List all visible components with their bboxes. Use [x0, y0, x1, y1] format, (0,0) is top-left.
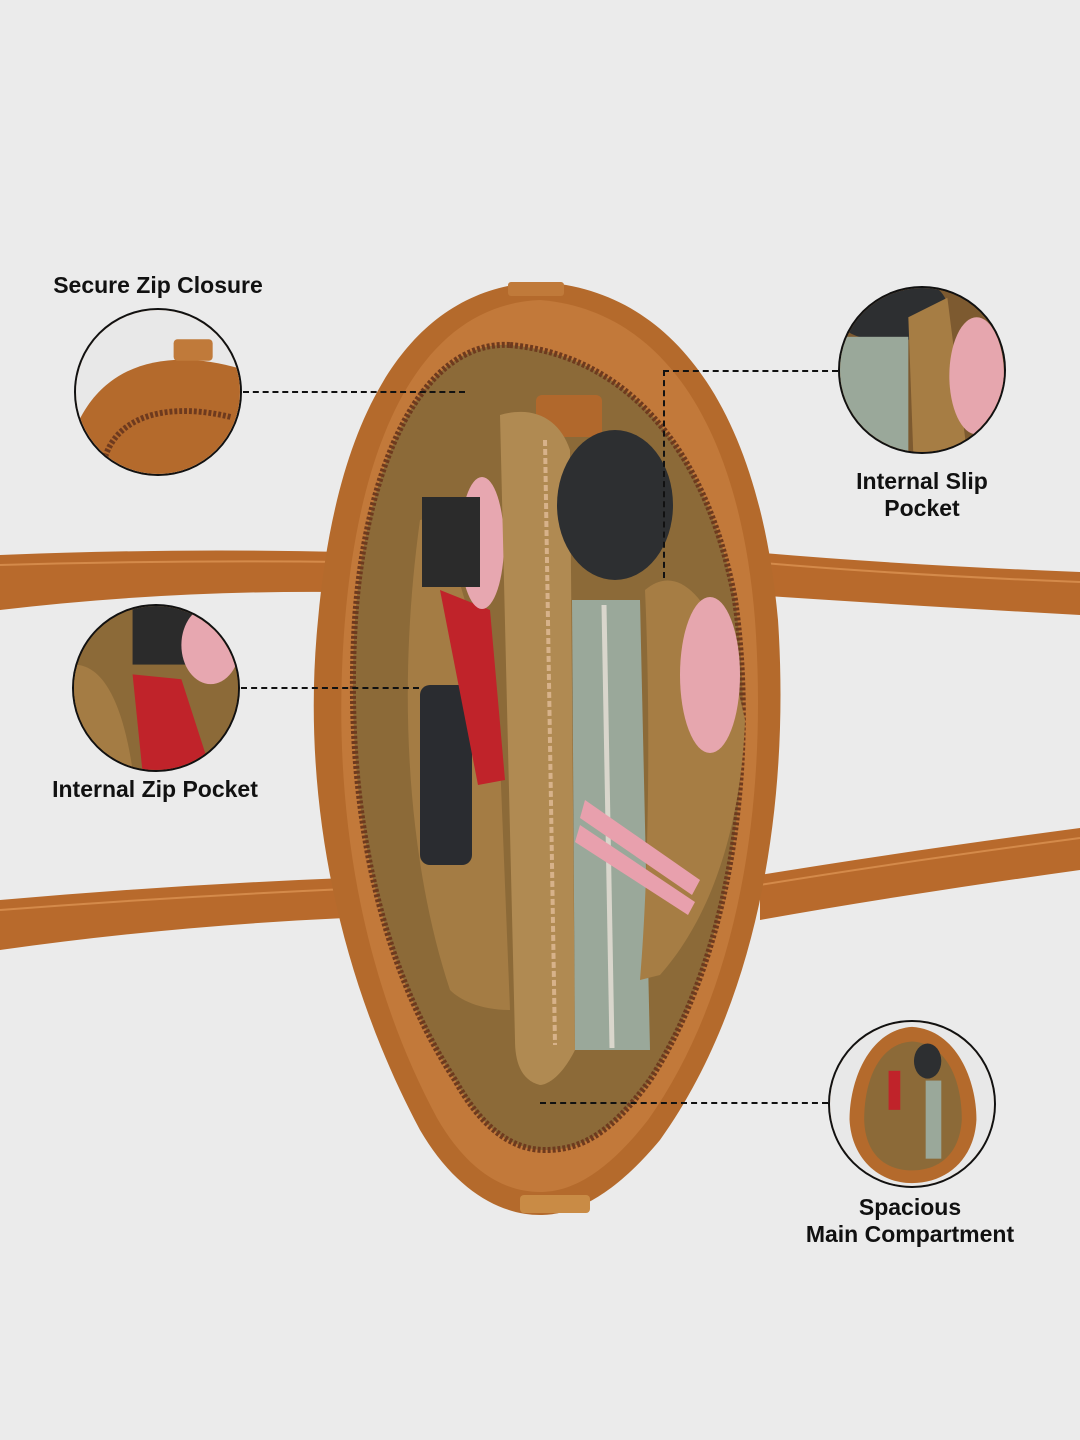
- callout-label-main-compartment: Spacious Main Compartment: [790, 1194, 1030, 1248]
- main-compartment-pointer: [540, 1102, 828, 1104]
- slip-pocket-text-line1: Internal Slip: [856, 468, 988, 494]
- zip-closure-text: Secure Zip Closure: [53, 272, 263, 298]
- main-compartment-text-line1: Spacious: [858, 1194, 962, 1220]
- callout-label-zip-closure: Secure Zip Closure: [40, 272, 276, 299]
- slip-pocket-pointer: [663, 370, 838, 372]
- slip-pocket-pointer-vertical: [663, 370, 665, 578]
- callout-label-slip-pocket: Internal Slip Pocket: [830, 468, 1014, 522]
- callout-label-zip-pocket: Internal Zip Pocket: [30, 776, 280, 803]
- zip-closure-detail-image: [74, 308, 242, 476]
- zip-pocket-text: Internal Zip Pocket: [52, 776, 258, 802]
- main-compartment-text-line2: Main Compartment: [805, 1221, 1015, 1247]
- slip-pocket-detail-image: [838, 286, 1006, 454]
- zip-pocket-detail-image: [72, 604, 240, 772]
- zip-pocket-pointer: [241, 687, 419, 689]
- slip-pocket-text-line2: Pocket: [884, 495, 960, 521]
- zip-closure-pointer: [243, 391, 465, 393]
- main-compartment-detail-image: [828, 1020, 996, 1188]
- bag-straps: [0, 550, 1080, 950]
